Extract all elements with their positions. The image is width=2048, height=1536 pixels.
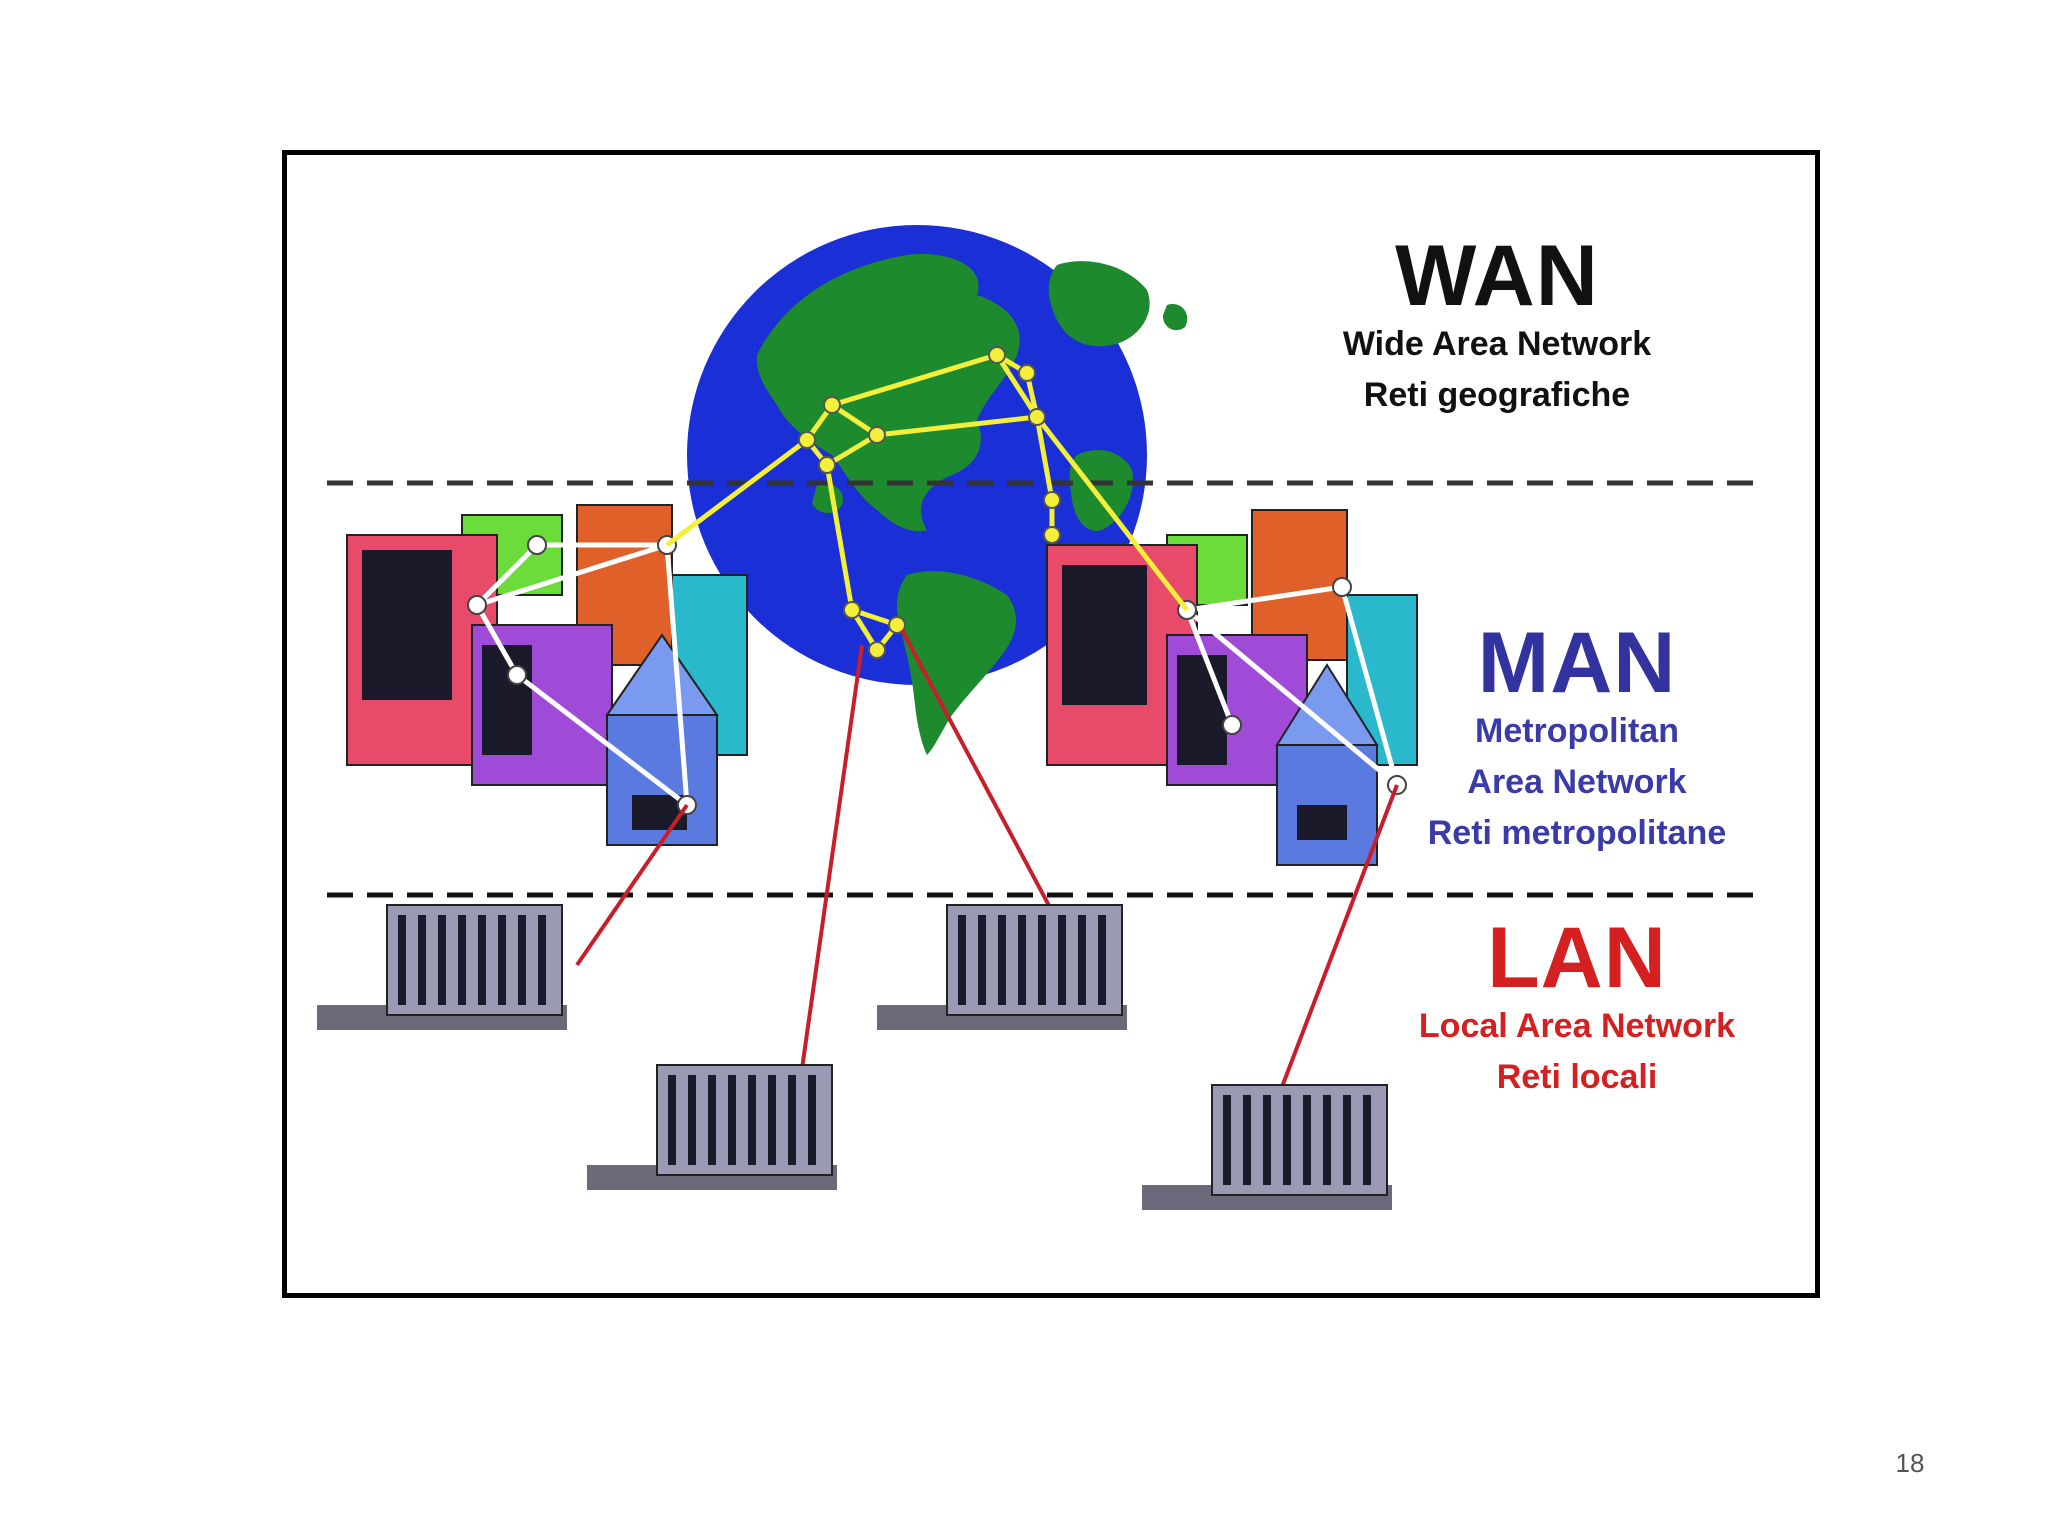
network-diagram [317,225,1767,1210]
lan-acronym: LAN [1487,910,1667,1006]
wan-italian-name: Reti geografiche [1363,376,1631,414]
man-acronym: MAN [1477,615,1677,711]
man-label-group: MAN Metropolitan Area Network Reti metro… [1367,620,1787,859]
office-building-icon [317,904,567,1030]
globe-land-north-america [756,254,1020,532]
man-full-name-line2: Area Network [1467,763,1687,801]
globe-icon [687,225,1188,755]
globe-land-africa [1069,450,1133,531]
globe-land-south-america [897,571,1017,755]
man-full-name-line1: Metropolitan [1475,712,1679,750]
city-buildings-icon [1046,509,1418,866]
globe-land-europe [1048,261,1150,347]
diagram-frame: WAN Wide Area Network Reti geografiche M… [282,150,1820,1298]
slide-page-number: 18 [1895,1448,1925,1478]
lan-label-group: LAN Local Area Network Reti locali [1367,915,1787,1103]
office-building-icon [1142,1084,1392,1210]
man-nodes-right [1177,577,1407,795]
wan-label-group: WAN Wide Area Network Reti geografiche [1287,233,1707,421]
lan-links [575,629,1399,1101]
wan-full-name: Wide Area Network [1342,325,1652,363]
office-building-icon [587,1064,837,1190]
office-building-icon [877,904,1127,1030]
wan-nodes [798,346,1061,659]
lan-full-name: Local Area Network [1418,1007,1736,1045]
wan-acronym: WAN [1395,228,1599,324]
lan-italian-name: Reti locali [1496,1058,1658,1096]
man-italian-name: Reti metropolitane [1427,814,1727,852]
